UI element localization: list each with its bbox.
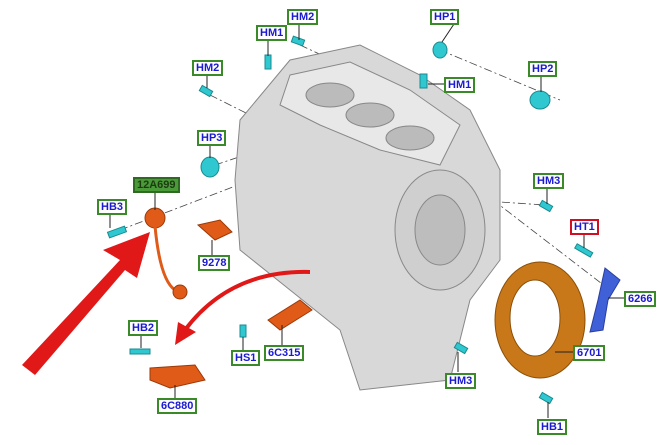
label-hm2-left[interactable]: HM2 [192,60,224,76]
label-hs1[interactable]: HS1 [231,350,261,366]
label-6c315[interactable]: 6C315 [264,345,305,361]
label-6c880[interactable]: 6C880 [157,398,198,414]
label-hm2-top[interactable]: HM2 [287,9,319,25]
label-6266[interactable]: 6266 [624,291,657,307]
label-hm1-right[interactable]: HM1 [444,77,476,93]
label-hb2[interactable]: HB2 [128,320,159,336]
label-hb1[interactable]: HB1 [537,419,568,435]
label-hm3-right[interactable]: HM3 [533,173,565,189]
red-pointer-arrow [22,232,150,375]
label-12a699[interactable]: 12A699 [133,177,180,193]
label-hp1[interactable]: HP1 [430,9,460,25]
label-hp3[interactable]: HP3 [197,130,227,146]
label-hb3[interactable]: HB3 [97,199,128,215]
label-ht1[interactable]: HT1 [570,219,599,235]
bracket-6266 [589,267,621,333]
sensors [144,207,313,389]
engine-block [234,44,501,391]
red-curved-arrow [175,269,311,345]
label-6701[interactable]: 6701 [573,345,606,361]
label-hm1-top[interactable]: HM1 [256,25,288,41]
bolts [106,35,594,405]
label-hp2[interactable]: HP2 [528,61,558,77]
rear-main-seal-6701 [494,261,586,379]
label-hm3-bottom[interactable]: HM3 [445,373,477,389]
label-9278[interactable]: 9278 [198,255,231,271]
leader-lines [109,23,625,418]
